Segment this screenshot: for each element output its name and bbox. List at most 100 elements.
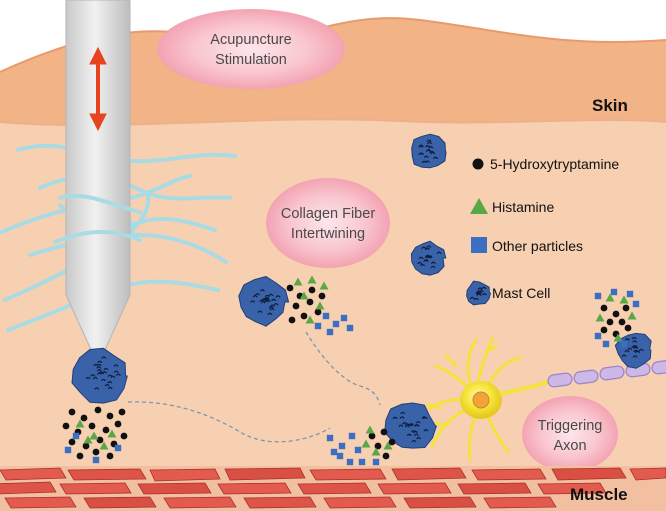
serotonin-particle (106, 452, 114, 460)
signal-paths (127, 331, 381, 443)
acupuncture-needle-icon (65, 0, 131, 367)
other-particle (314, 322, 322, 330)
legend-mast-cell-label: Mast Cell (492, 285, 550, 301)
histamine-particle (305, 315, 315, 324)
skin-label: Skin (592, 96, 628, 115)
serotonin-particle (68, 438, 76, 446)
histamine-particle (307, 275, 317, 284)
serotonin-particle (102, 426, 110, 434)
other-particle (358, 458, 366, 466)
bubble-acupuncture-line1: Acupuncture (210, 32, 291, 48)
histamine-particle (371, 447, 381, 456)
serotonin-particle (76, 452, 84, 460)
other-particle (92, 456, 100, 464)
other-particle (336, 452, 344, 460)
serotonin-particle (106, 412, 114, 420)
muscle-label: Muscle (570, 485, 628, 504)
histamine-particle (613, 333, 623, 342)
other-particle (114, 444, 122, 452)
histamine-particle (89, 431, 99, 440)
other-particle (602, 340, 610, 348)
other-particle (354, 446, 362, 454)
other-particle (348, 432, 356, 440)
bubble-acupuncture-stimulation: Acupuncture Stimulation (157, 9, 345, 89)
bubble-collagen-intertwining: Collagen Fiber Intertwining (266, 178, 390, 268)
mast-cell-icon (238, 276, 290, 327)
bubble-collagen-line1: Collagen Fiber (281, 206, 375, 222)
serotonin-particle (382, 452, 390, 460)
serotonin-particle (624, 324, 632, 332)
serotonin-particle (80, 414, 88, 422)
serotonin-particle (114, 420, 122, 428)
serotonin-particle (318, 292, 326, 300)
serotonin-particle (380, 428, 388, 436)
other-particle (72, 432, 80, 440)
other-particle (626, 290, 634, 298)
muscle-layer (0, 466, 666, 511)
serotonin-particle (286, 284, 294, 292)
legend-histamine-swatch (470, 198, 488, 214)
histamine-particle (315, 301, 325, 310)
other-particle (632, 300, 640, 308)
other-particle (346, 458, 354, 466)
mast-cell-icon (384, 402, 437, 449)
other-particle (332, 320, 340, 328)
serotonin-particle (600, 304, 608, 312)
histamine-particle (605, 293, 615, 302)
serotonin-particle (618, 318, 626, 326)
histamine-particle (361, 439, 371, 448)
bubble-triggering-axon: Triggering Axon (522, 396, 618, 472)
histamine-particle (319, 281, 329, 290)
legend-histamine-label: Histamine (492, 199, 554, 215)
serotonin-particle (622, 304, 630, 312)
other-particle (326, 434, 334, 442)
legend-mast-cell-swatch (466, 280, 491, 306)
serotonin-particle (120, 432, 128, 440)
histamine-particle (75, 419, 85, 428)
dermis-layer (0, 116, 666, 511)
serotonin-particle (306, 298, 314, 306)
serotonin-particle (96, 436, 104, 444)
serotonin-particle (308, 286, 316, 294)
collagen-fibers-front (53, 193, 142, 244)
serotonin-particle (288, 316, 296, 324)
other-particle (594, 292, 602, 300)
serotonin-particle (300, 312, 308, 320)
histamine-particle (83, 435, 93, 444)
histamine-particle (365, 425, 375, 434)
other-particle (326, 328, 334, 336)
axon-myelin (547, 359, 666, 388)
legend-other-swatch (471, 237, 487, 253)
other-particle (330, 448, 338, 456)
bubble-axon-line1: Triggering (538, 418, 603, 434)
histamine-particle (293, 277, 303, 286)
serotonin-particle (88, 422, 96, 430)
other-particle (346, 324, 354, 332)
serotonin-particle (606, 318, 614, 326)
serotonin-particle (82, 442, 90, 450)
serotonin-particle (94, 406, 102, 414)
other-particle (594, 332, 602, 340)
serotonin-particle (292, 302, 300, 310)
serotonin-particle (374, 442, 382, 450)
mast-cell-icon (466, 280, 491, 306)
bubble-acupuncture-line2: Stimulation (215, 52, 287, 68)
serotonin-particle (612, 310, 620, 318)
histamine-particle (107, 429, 117, 438)
other-particle (372, 458, 380, 466)
histamine-particle (595, 313, 605, 322)
legend-serotonin-label: 5-Hydroxytryptamine (490, 156, 619, 172)
other-particle (322, 312, 330, 320)
histamine-particle (299, 291, 309, 300)
other-particle (340, 314, 348, 322)
serotonin-particle (314, 308, 322, 316)
histamine-particle (627, 311, 637, 320)
legend-serotonin-swatch (472, 158, 484, 170)
serotonin-particle (600, 326, 608, 334)
bubble-collagen-line2: Intertwining (291, 226, 365, 242)
histamine-particle (383, 441, 393, 450)
legend: 5-Hydroxytryptamine Histamine Other part… (466, 156, 619, 306)
serotonin-particle (68, 408, 76, 416)
